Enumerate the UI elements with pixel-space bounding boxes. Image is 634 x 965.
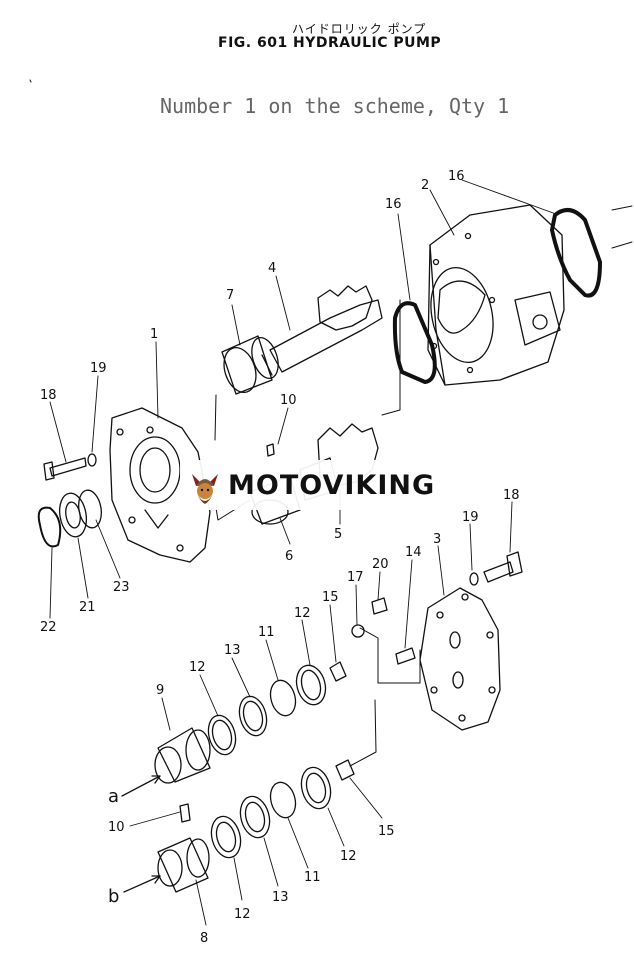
plug-part: [371, 597, 388, 615]
callout-16: 16: [448, 169, 465, 184]
callout-1: 1: [150, 327, 158, 342]
figure-title: FIG. 601 HYDRAULIC PUMP: [218, 35, 442, 51]
callout-23: 23: [113, 580, 130, 595]
callout-20: 20: [372, 557, 389, 572]
callout-2: 2: [421, 178, 429, 193]
pump-body-part: [427, 204, 565, 386]
drive-gear-shaft-part: [261, 285, 383, 376]
callout-b: b: [108, 886, 119, 907]
callout-15: 15: [378, 824, 395, 839]
leader-lines: [49, 179, 557, 926]
callout-19: 19: [90, 361, 107, 376]
callout-11: 11: [304, 870, 321, 885]
callout-21: 21: [79, 600, 96, 615]
callout-18: 18: [40, 388, 57, 403]
callout-12: 12: [294, 606, 311, 621]
callout-14: 14: [405, 545, 422, 560]
callout-12: 12: [340, 849, 357, 864]
callout-a: a: [108, 786, 119, 807]
callout-22: 22: [40, 620, 57, 635]
callout-3: 3: [433, 532, 441, 547]
flow-arrows: [121, 775, 161, 893]
callout-6: 6: [285, 549, 293, 564]
rear-cover-part: [419, 587, 501, 731]
callout-17: 17: [347, 570, 364, 585]
watermark: MOTOVIKING: [180, 460, 446, 510]
watermark-text: MOTOVIKING: [228, 469, 436, 501]
lower-valve-stack: [157, 759, 355, 893]
bolt-part: [43, 453, 97, 481]
dowel-pin-part: [266, 443, 275, 457]
assembly-lines: [29, 79, 633, 767]
callout-15: 15: [322, 590, 339, 605]
callout-12: 12: [234, 907, 251, 922]
callout-8: 8: [200, 931, 208, 946]
small-o-ring-part: [351, 624, 365, 638]
callout-11: 11: [258, 625, 275, 640]
japanese-title: ハイドロリック ポンプ: [292, 22, 427, 36]
o-ring-part: [392, 208, 602, 384]
callout-10: 10: [108, 820, 125, 835]
diagram-subtitle: Number 1 on the scheme, Qty 1: [160, 94, 510, 118]
oil-seal-part: [37, 489, 102, 548]
front-cover-part: [109, 407, 211, 563]
callout-labels: 16 2 16 4 7 1 19 18 10 5 6 23 21 22 18 1…: [40, 169, 520, 946]
callout-19: 19: [462, 510, 479, 525]
viking-helmet-icon: [192, 474, 218, 504]
bolt-part-right: [469, 551, 523, 586]
callout-16: 16: [385, 197, 402, 212]
callout-13: 13: [272, 890, 289, 905]
callout-9: 9: [156, 683, 164, 698]
callout-12: 12: [189, 660, 206, 675]
callout-18: 18: [503, 488, 520, 503]
callout-10: 10: [280, 393, 297, 408]
bushing-part: [221, 335, 279, 395]
callout-13: 13: [224, 643, 241, 658]
callout-5: 5: [334, 527, 342, 542]
callout-7: 7: [226, 288, 234, 303]
callout-4: 4: [268, 261, 276, 276]
upper-valve-stack: [154, 661, 347, 784]
pin-part: [395, 647, 416, 665]
